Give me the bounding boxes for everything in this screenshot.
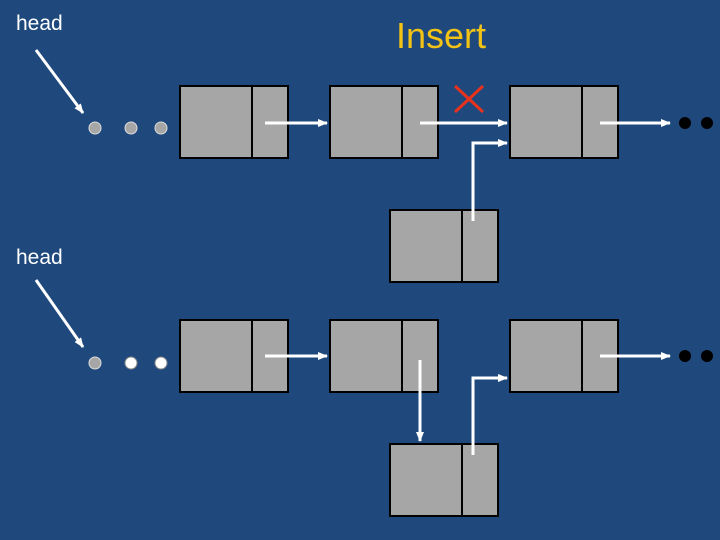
list-node <box>179 319 289 393</box>
diagram-title: Insert <box>396 15 487 56</box>
head-label-top: head <box>16 12 63 35</box>
remove-cross-icon <box>453 84 485 114</box>
inserted-node-next-arrow <box>471 374 508 455</box>
ellipsis-dots-top <box>88 121 168 135</box>
head-pointer-arrow-top <box>34 49 85 114</box>
head-pointer-arrow-bottom <box>34 279 85 348</box>
inserted-node <box>389 443 499 517</box>
new-node <box>389 209 499 283</box>
list-node <box>329 319 439 393</box>
new-node-next-arrow <box>471 139 508 221</box>
ellipsis-dots-end-bottom <box>679 350 713 362</box>
ellipsis-dots-bottom <box>88 356 168 370</box>
ellipsis-dots-end-top <box>679 117 713 129</box>
head-label-bottom: head <box>16 246 63 269</box>
